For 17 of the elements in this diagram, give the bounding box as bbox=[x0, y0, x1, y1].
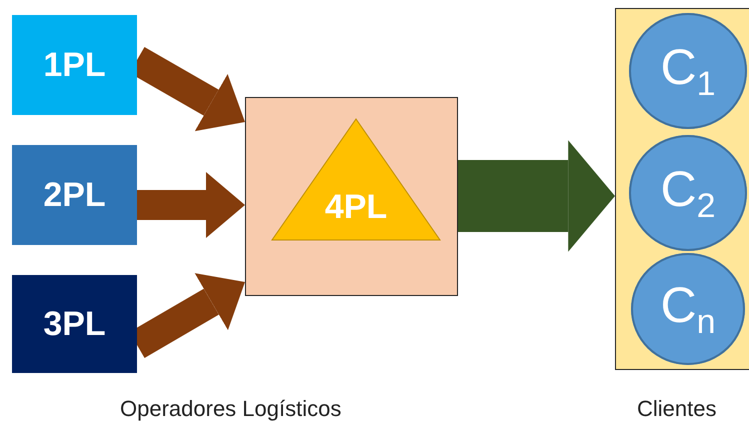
logistics-box bbox=[12, 275, 137, 373]
logistics-box bbox=[12, 145, 137, 245]
block-arrow bbox=[137, 172, 245, 238]
node-label: 2PL bbox=[43, 176, 106, 214]
node-label: 4PL bbox=[324, 188, 388, 226]
triangle bbox=[271, 118, 441, 241]
panel bbox=[615, 8, 749, 370]
node-label: C$_{1}$ bbox=[660, 38, 716, 104]
node-label: 3PL bbox=[43, 304, 106, 344]
node-label: C$_{2}$ bbox=[660, 160, 716, 226]
logistics-box bbox=[12, 15, 137, 115]
node-label: 1PL bbox=[43, 46, 106, 84]
panel bbox=[245, 97, 458, 296]
node-label: Clientes bbox=[637, 396, 716, 422]
node-label: C$_{n}$ bbox=[660, 276, 716, 342]
caption: Operadores Logísticos bbox=[120, 396, 342, 422]
block-arrow bbox=[458, 140, 615, 252]
